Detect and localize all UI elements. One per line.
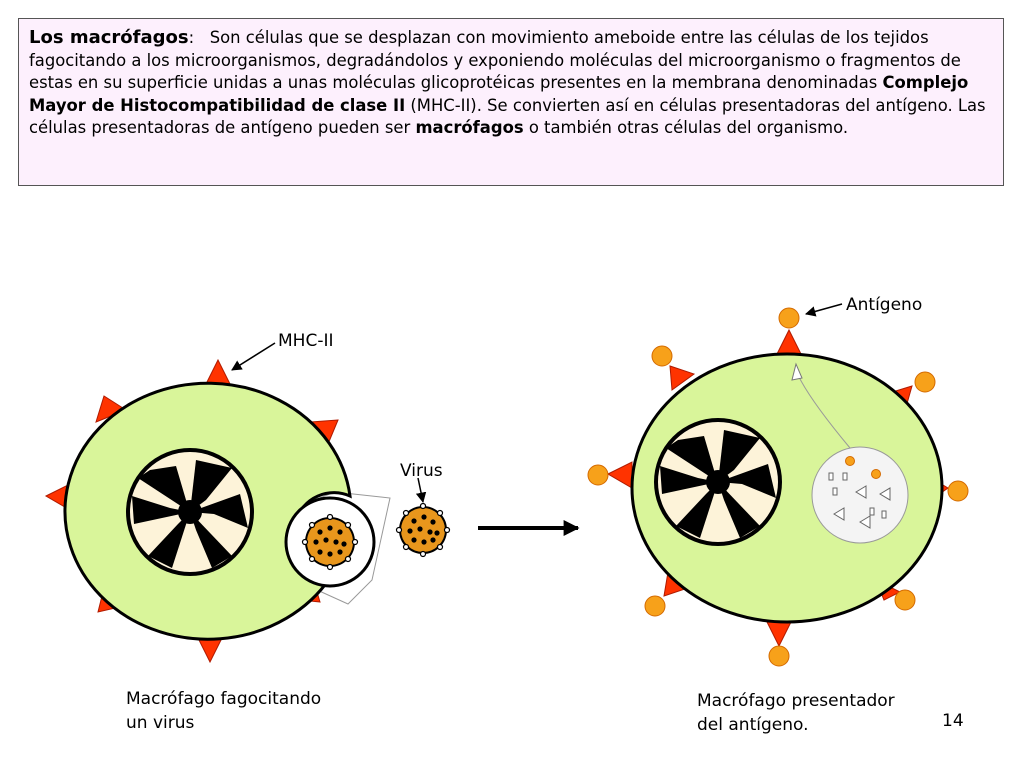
mhc-receptor <box>197 637 223 664</box>
right-macrophage <box>587 307 969 667</box>
left-nucleus <box>126 448 254 576</box>
description-text-1: Son células que se desplazan con movimie… <box>29 28 961 92</box>
presented-antigens <box>587 307 969 667</box>
transport-arrowhead <box>791 362 803 381</box>
mhc-label: MHC-II <box>278 331 334 351</box>
caption-left-line1: Macrófago fagocitando <box>126 689 322 709</box>
description-text-2: (MHC-II). Se convierten así en células p… <box>29 95 986 138</box>
virus-pointer <box>415 477 427 504</box>
antigen-pointer <box>804 303 843 317</box>
engulfed-virus <box>301 513 359 571</box>
mhc-pointer <box>231 342 276 371</box>
antigen-label: Antígeno <box>846 295 923 315</box>
free-virus <box>395 502 451 558</box>
caption-right-line1: Macrófago presentador <box>697 691 895 711</box>
caption-right-line2: del antígeno. <box>697 715 809 735</box>
mhc-receptor <box>205 358 231 385</box>
description-bold-mhc: Complejo Mayor de Histocompatibilidad de… <box>29 73 969 115</box>
title-colon: : <box>188 28 195 47</box>
page-number: 14 <box>942 711 964 731</box>
left-macrophage <box>44 358 391 664</box>
virus-label: Virus <box>400 461 443 481</box>
right-nucleus <box>654 418 782 546</box>
caption-left-line2: un virus <box>126 713 195 733</box>
description-text-3: o también otras células del organismo. <box>523 118 849 137</box>
description-box: Los macrófagos: Son células que se despl… <box>18 18 1004 186</box>
description-bold-macrofagos: macrófagos <box>415 118 524 137</box>
degradation-vacuole <box>811 446 909 544</box>
transport-path <box>797 374 851 449</box>
description-title: Los macrófagos <box>29 27 189 48</box>
